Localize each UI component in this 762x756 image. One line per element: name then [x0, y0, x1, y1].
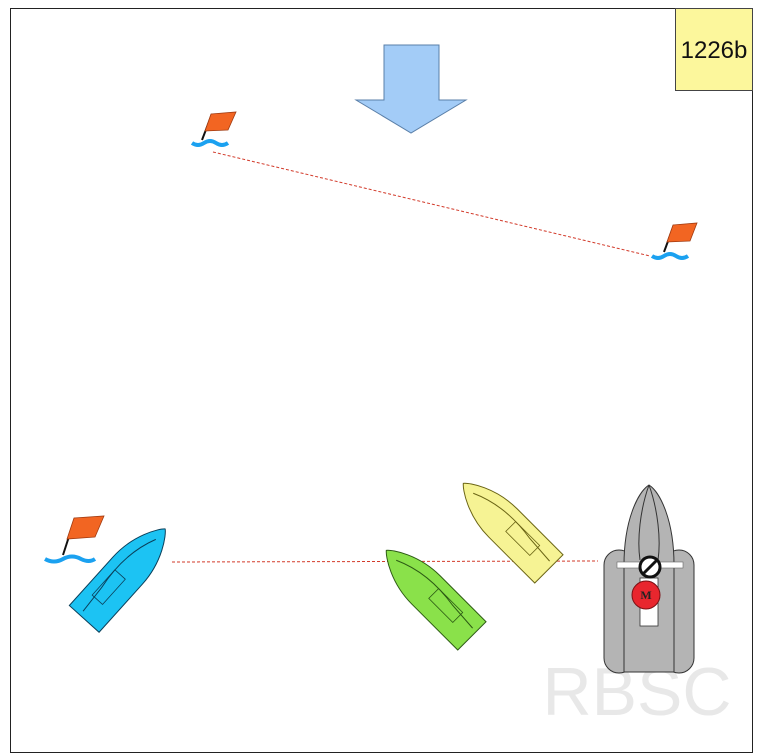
- mark-flag-icon: [190, 111, 237, 147]
- no-entry-icon: [638, 555, 662, 579]
- scenario-id: 1226b: [681, 37, 748, 64]
- m-flag-marker: M: [631, 580, 661, 610]
- committee-boat: [603, 484, 695, 674]
- mark-flag-icon: [650, 222, 698, 260]
- m-flag-letter: M: [640, 588, 651, 602]
- boat-yellow: [462, 482, 564, 584]
- scenario-label: 1226b: [675, 8, 753, 91]
- boat-blue: [68, 528, 166, 633]
- boat-green: [385, 549, 487, 651]
- wind-arrow-icon: [354, 44, 468, 134]
- mark-flag-icon: [44, 515, 105, 564]
